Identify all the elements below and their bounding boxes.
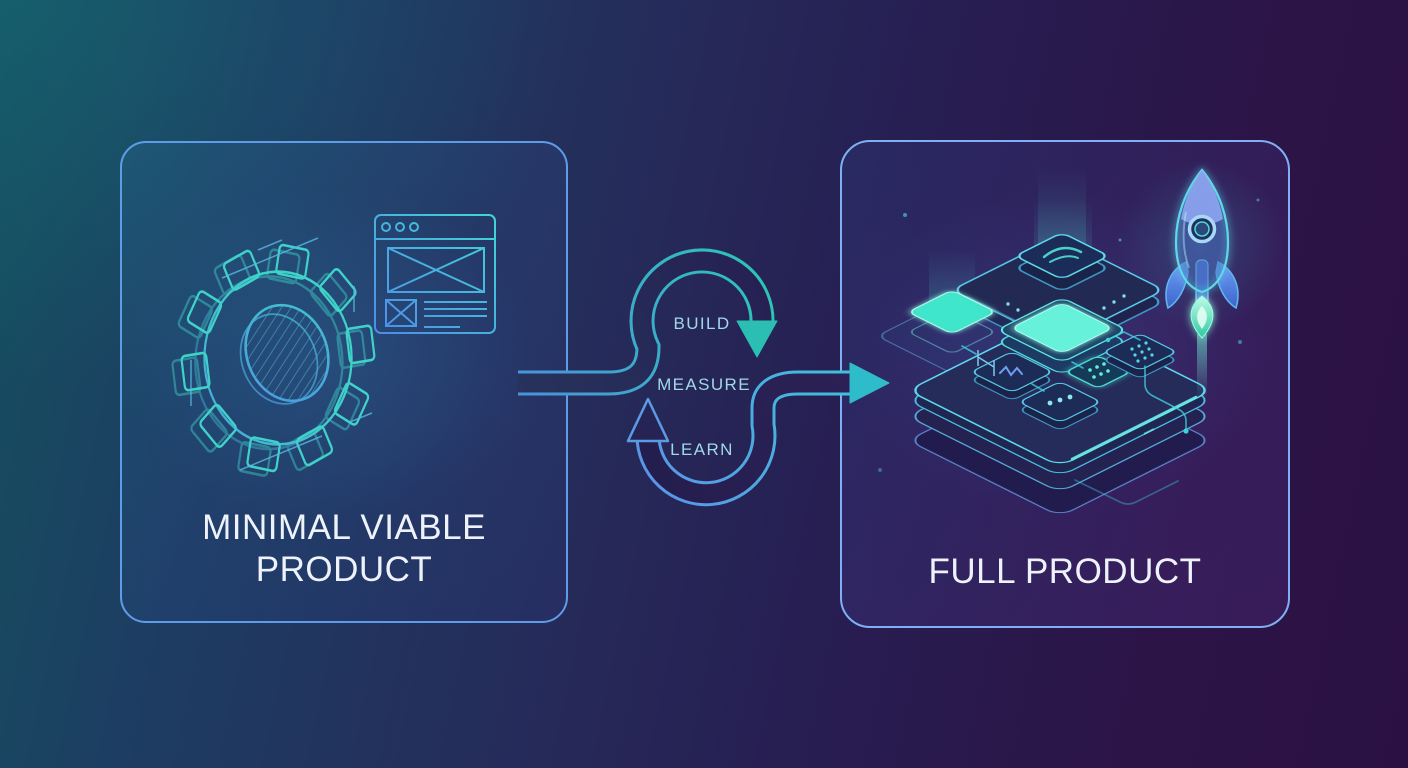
mvp-title-line2: PRODUCT [255,550,433,589]
learn-loop-arrow [635,370,858,507]
build-label: BUILD [673,314,730,333]
learn-label: LEARN [670,440,734,459]
mvp-title-line1: MINIMAL VIABLE [202,508,486,547]
build-measure-learn-loop: BUILD MEASURE LEARN [518,248,890,507]
measure-label: MEASURE [657,375,751,394]
build-arrowhead-icon [736,320,778,358]
learn-arrowhead-icon [626,397,670,443]
mvp-title: MINIMAL VIABLE PRODUCT [120,507,568,591]
full-product-title: FULL PRODUCT [928,552,1202,591]
